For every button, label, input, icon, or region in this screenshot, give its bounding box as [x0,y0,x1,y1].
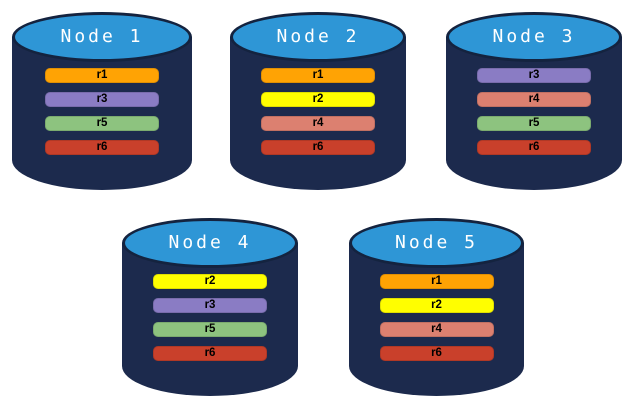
replica-list: r2 r3 r5 r6 [122,274,298,361]
cylinder-body [122,243,298,396]
node-title: Node 4 [168,231,252,253]
cylinder-top: Node 3 [446,12,622,62]
db-node-3: Node 3 r3 r4 r5 r6 [446,12,622,190]
replica-list: r1 r3 r5 r6 [12,68,192,155]
replica-label: r2 [312,92,324,105]
replica-bar-r1: r1 [45,68,159,83]
cylinder-top: Node 2 [230,12,406,62]
replica-label: r5 [96,116,108,129]
cylinder-top: Node 1 [12,12,192,62]
replica-bar-r3: r3 [153,298,267,313]
replica-label: r5 [204,322,216,335]
cylinder-top: Node 4 [122,218,298,268]
db-node-5: Node 5 r1 r2 r4 r6 [349,218,524,396]
replica-bar-r5: r5 [153,322,267,337]
node-title: Node 3 [492,25,576,47]
replica-list: r1 r2 r4 r6 [230,68,406,155]
replica-label: r3 [204,298,216,311]
replica-label: r4 [312,116,324,129]
replica-bar-r1: r1 [261,68,375,83]
replica-label: r6 [431,346,442,359]
replica-label: r6 [312,140,324,153]
db-node-1: Node 1 r1 r3 r5 r6 [12,12,192,190]
replica-label: r6 [528,140,540,153]
cylinder-body [230,37,406,190]
replica-list: r3 r4 r5 r6 [446,68,622,155]
replica-bar-r6: r6 [153,346,267,361]
replica-bar-r5: r5 [45,116,159,131]
replica-label: r1 [96,68,108,81]
replica-label: r4 [528,92,540,105]
db-node-2: Node 2 r1 r2 r4 r6 [230,12,406,190]
replica-bar-r2: r2 [153,274,267,289]
db-node-4: Node 4 r2 r3 r5 r6 [122,218,298,396]
replica-bar-r5: r5 [477,116,591,131]
replica-list: r1 r2 r4 r6 [349,274,524,361]
replica-label: r5 [528,116,540,129]
cylinder-body [349,243,524,396]
node-title: Node 5 [394,231,479,253]
replica-label: r1 [431,274,442,287]
replica-bar-r6: r6 [261,140,375,155]
cylinder-body [12,37,192,190]
replica-bar-r2: r2 [261,92,375,107]
replica-bar-r4: r4 [261,116,375,131]
replica-label: r3 [528,68,540,81]
replica-label: r6 [204,346,216,359]
replica-bar-r1: r1 [379,274,494,289]
replica-bar-r6: r6 [379,346,494,361]
cylinder-body [446,37,622,190]
replica-bar-r4: r4 [477,92,591,107]
replica-label: r2 [204,274,216,287]
replica-bar-r3: r3 [45,92,159,107]
replica-bar-r6: r6 [45,140,159,155]
replica-label: r2 [431,298,442,311]
replica-bar-r2: r2 [379,298,494,313]
replica-bar-r3: r3 [477,68,591,83]
replica-bar-r6: r6 [477,140,591,155]
replica-label: r6 [96,140,108,153]
replica-label: r4 [431,322,442,335]
node-title: Node 1 [60,25,144,47]
replica-bar-r4: r4 [379,322,494,337]
replica-label: r1 [312,68,324,81]
replica-label: r3 [96,92,108,105]
node-title: Node 2 [276,25,360,47]
cylinder-top: Node 5 [349,218,524,268]
